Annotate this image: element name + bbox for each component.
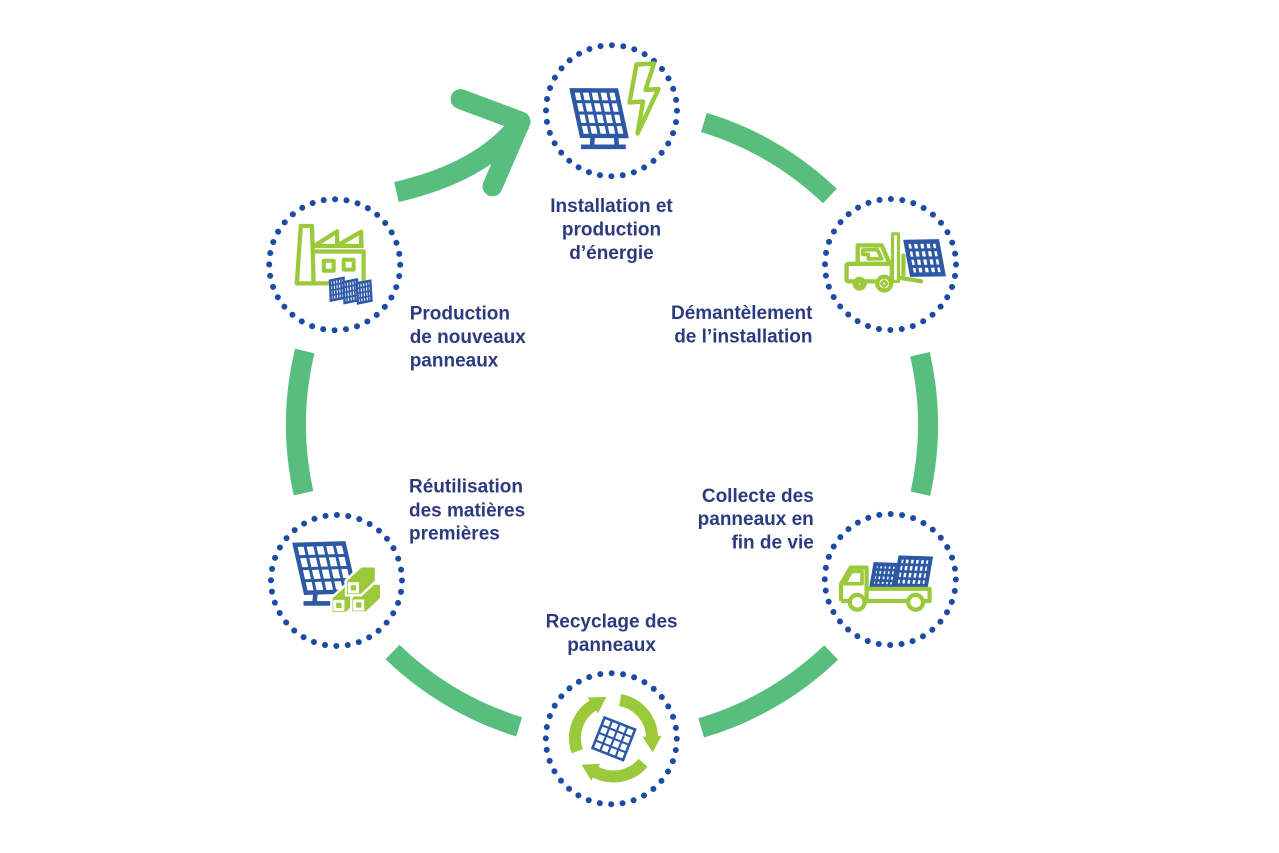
svg-text:des matières: des matières xyxy=(409,500,525,521)
svg-text:fin de vie: fin de vie xyxy=(731,532,813,553)
svg-text:Recyclage des: Recyclage des xyxy=(546,611,678,632)
svg-text:Production: Production xyxy=(410,304,510,325)
svg-text:Installation et: Installation et xyxy=(550,196,673,217)
svg-text:premières: premières xyxy=(409,524,500,545)
svg-text:d’énergie: d’énergie xyxy=(569,243,653,264)
svg-text:production: production xyxy=(562,219,661,240)
svg-text:panneaux en: panneaux en xyxy=(698,509,814,530)
svg-text:de l’installation: de l’installation xyxy=(674,326,812,347)
svg-text:panneaux: panneaux xyxy=(410,351,499,372)
svg-text:Collecte des: Collecte des xyxy=(702,486,814,507)
svg-text:de nouveaux: de nouveaux xyxy=(410,327,527,348)
svg-text:panneaux: panneaux xyxy=(567,635,656,656)
svg-text:Réutilisation: Réutilisation xyxy=(409,476,523,497)
svg-text:Démantèlement: Démantèlement xyxy=(671,303,813,324)
